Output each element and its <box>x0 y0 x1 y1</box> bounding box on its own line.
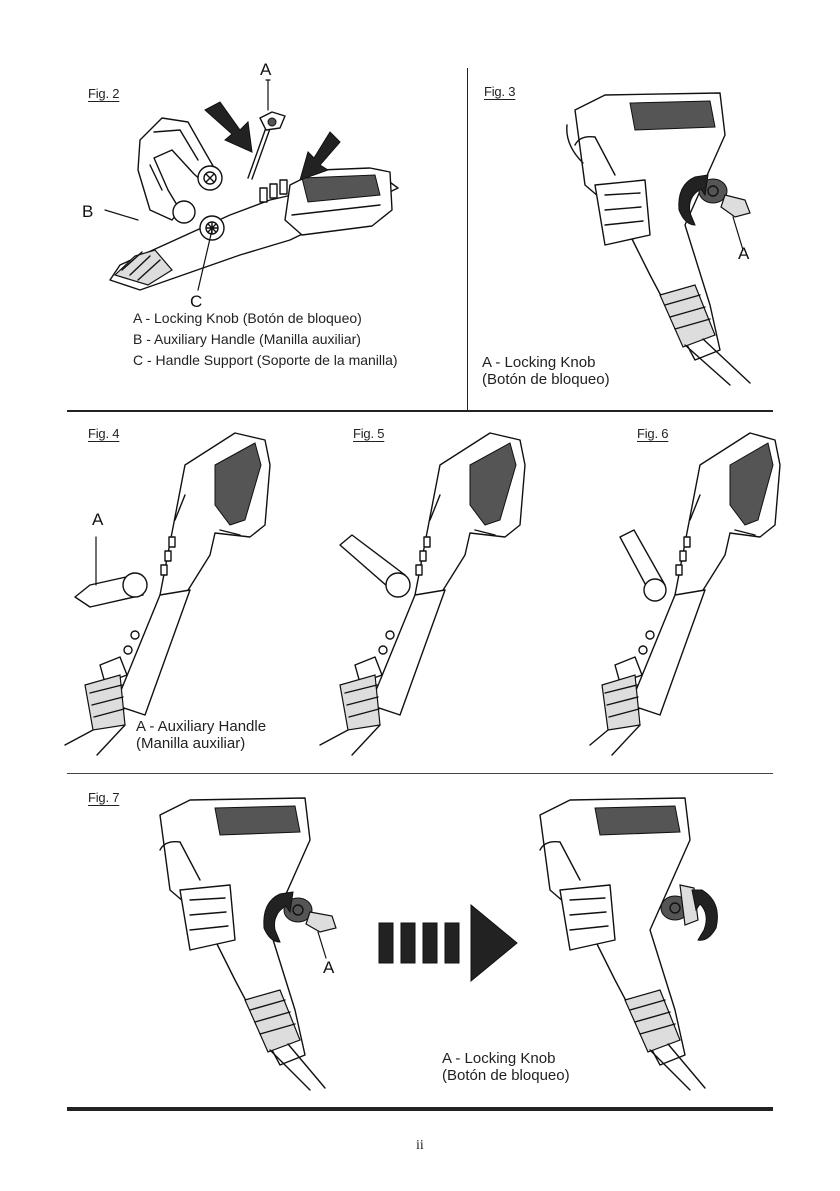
fig3-legend-line-1: A - Locking Knob <box>482 354 595 371</box>
fig3-knob-closeup-illustration <box>545 85 805 385</box>
fig7-label: Fig. 7 <box>88 790 119 805</box>
page-number: ii <box>416 1138 424 1154</box>
fig7-right-knob-illustration <box>530 790 750 1090</box>
footer-rule <box>67 1107 773 1111</box>
fig4-trimmer-illustration <box>65 425 295 755</box>
fig2-legend-line-1: A - Locking Knob (Botón de bloqueo) <box>133 310 362 327</box>
fig3-label: Fig. 3 <box>484 84 515 99</box>
direction-arrow <box>375 905 525 985</box>
fig7-legend-line-1: A - Locking Knob <box>442 1050 555 1067</box>
fig6-trimmer-illustration <box>590 425 800 755</box>
fig5-trimmer-illustration <box>300 425 540 755</box>
fig3-legend-line-2: (Botón de bloqueo) <box>482 371 610 388</box>
horizontal-divider-2 <box>67 773 773 774</box>
fig7-legend-line-2: (Botón de bloqueo) <box>442 1067 570 1084</box>
fig2-legend-line-3: C - Handle Support (Soporte de la manill… <box>133 352 398 369</box>
fig4-legend-line-2: (Manilla auxiliar) <box>136 735 245 752</box>
fig4-legend-line-1: A - Auxiliary Handle <box>136 718 266 735</box>
fig2-handle-assembly-illustration <box>80 70 460 300</box>
fig7-left-knob-illustration <box>150 790 370 1090</box>
horizontal-divider-1 <box>67 410 773 412</box>
fig2-legend-line-2: B - Auxiliary Handle (Manilla auxiliar) <box>133 331 361 348</box>
vertical-divider <box>467 68 468 410</box>
